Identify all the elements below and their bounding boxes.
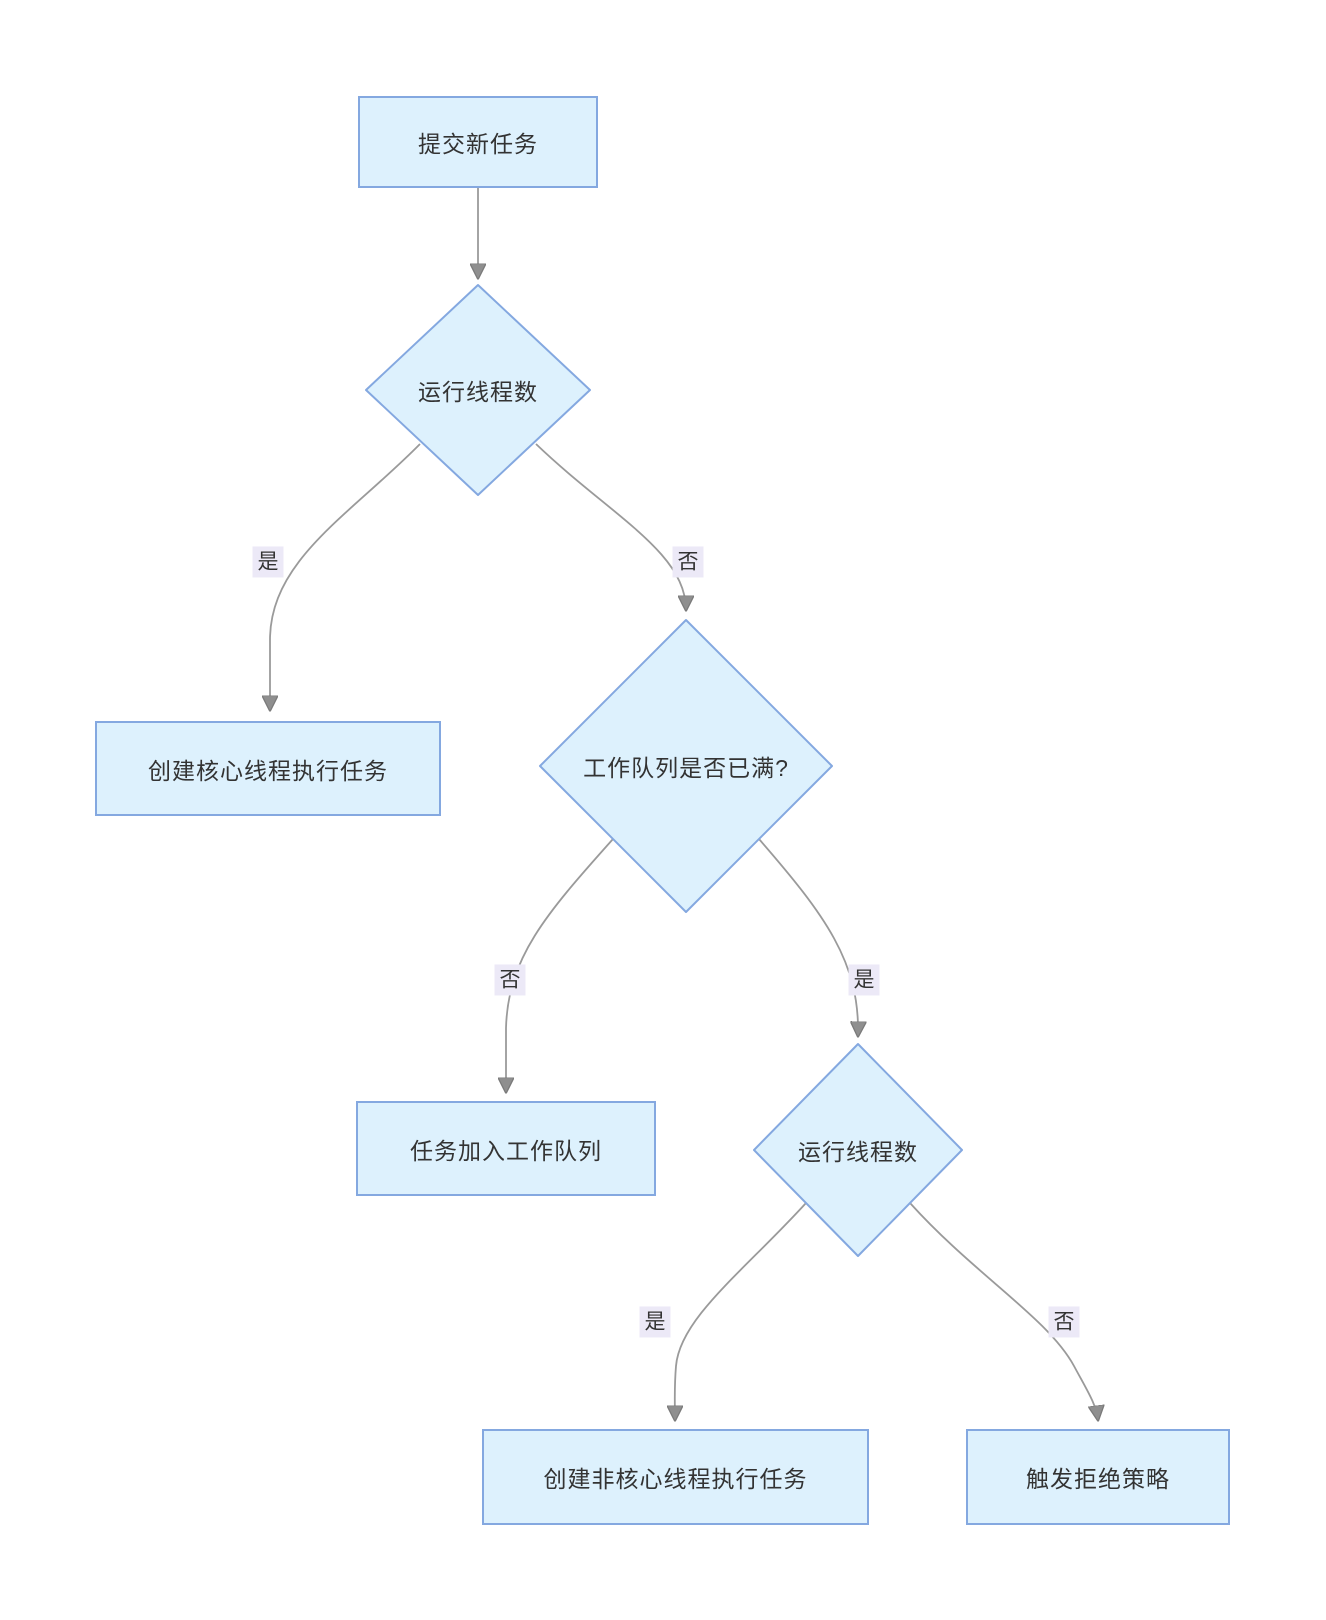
edge-label-no-f-h: 否 <box>1048 1306 1080 1338</box>
diamond-shape-icon <box>539 619 833 913</box>
node-running-threads-vs-core: 运行线程数 <box>365 284 591 496</box>
edge-label-no-b-d: 否 <box>672 546 704 578</box>
edge-label-yes-f-g: 是 <box>639 1306 671 1338</box>
node-label: 任务加入工作队列 <box>410 1137 602 1164</box>
node-task-join-queue: 任务加入工作队列 <box>356 1101 656 1196</box>
edge-label-yes-b-c: 是 <box>252 546 284 578</box>
node-trigger-reject-policy: 触发拒绝策略 <box>966 1429 1230 1525</box>
node-running-threads-vs-max: 运行线程数 <box>753 1043 963 1257</box>
node-label: 创建非核心线程执行任务 <box>543 1466 808 1492</box>
edge-b-to-c-yes <box>270 443 421 710</box>
node-label: 提交新任务 <box>418 131 538 157</box>
edge-b-to-d-no <box>535 443 686 610</box>
node-work-queue-full: 工作队列是否已满? <box>539 619 833 913</box>
node-label: 运行线程数 <box>798 1139 918 1165</box>
edge-label-yes-d-f: 是 <box>848 964 880 996</box>
node-label: 工作队列是否已满? <box>583 755 789 781</box>
node-label: 创建核心线程执行任务 <box>148 757 388 784</box>
node-submit-new-task: 提交新任务 <box>358 96 598 188</box>
edge-f-to-h-no <box>909 1202 1098 1420</box>
node-create-noncore-thread: 创建非核心线程执行任务 <box>482 1429 869 1525</box>
node-create-core-thread: 创建核心线程执行任务 <box>95 721 441 816</box>
diamond-shape-icon <box>365 284 591 496</box>
edge-d-to-e-no <box>506 838 614 1092</box>
edge-f-to-g-yes <box>675 1202 807 1420</box>
diamond-shape-icon <box>753 1043 963 1257</box>
edge-d-to-f-yes <box>758 838 858 1036</box>
node-label: 触发拒绝策略 <box>1026 1466 1170 1492</box>
edge-label-no-d-e: 否 <box>494 964 526 996</box>
node-label: 运行线程数 <box>418 379 538 405</box>
